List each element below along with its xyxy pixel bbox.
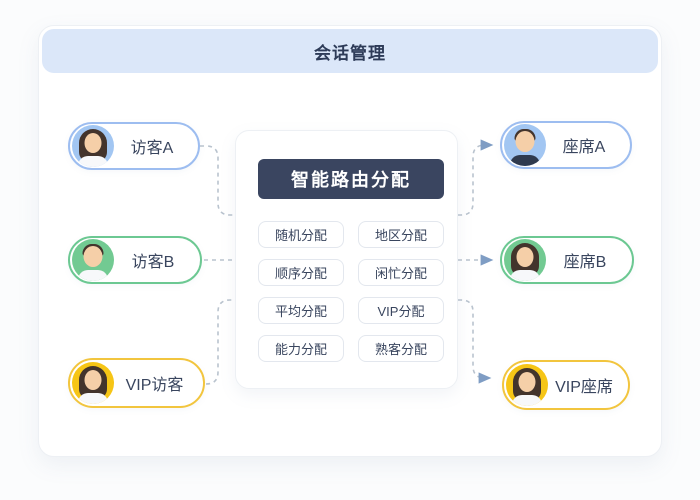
visitor-b-node: 访客B — [68, 236, 202, 284]
routing-title: 智能路由分配 — [258, 159, 444, 199]
avatar-face — [515, 131, 535, 152]
strategy-random[interactable]: 随机分配 — [258, 221, 344, 248]
avatar-face — [516, 247, 534, 267]
strategy-regular[interactable]: 熟客分配 — [358, 335, 444, 362]
visitor-vip-node: VIP访客 — [68, 358, 205, 408]
strategy-idle-busy[interactable]: 闲忙分配 — [358, 259, 444, 286]
agent-a-node: 座席A — [500, 121, 632, 169]
avatar-face — [83, 246, 103, 267]
agent-vip-node: VIP座席 — [502, 360, 630, 410]
avatar-body — [510, 155, 540, 166]
visitor-b-avatar — [72, 239, 114, 281]
strategy-vip[interactable]: VIP分配 — [358, 297, 444, 324]
visitor-a-avatar — [72, 125, 114, 167]
avatar-face — [518, 372, 536, 392]
agent-a-avatar — [504, 124, 546, 166]
strategy-sequence[interactable]: 顺序分配 — [258, 259, 344, 286]
strategy-average[interactable]: 平均分配 — [258, 297, 344, 324]
agent-b-label: 座席B — [563, 254, 607, 271]
visitor-a-node: 访客A — [68, 122, 200, 170]
routing-card: 智能路由分配 随机分配 地区分配 顺序分配 闲忙分配 平均分配 VIP分配 能力… — [235, 130, 458, 389]
avatar-body — [512, 395, 542, 406]
strategy-grid: 随机分配 地区分配 顺序分配 闲忙分配 平均分配 VIP分配 能力分配 熟客分配 — [258, 221, 444, 362]
strategy-skill[interactable]: 能力分配 — [258, 335, 344, 362]
visitor-vip-avatar — [72, 362, 114, 404]
avatar-body — [78, 156, 108, 167]
avatar-body — [78, 393, 108, 404]
agent-a-label: 座席A — [562, 139, 606, 156]
visitor-b-label: 访客B — [131, 254, 175, 271]
agent-vip-label: VIP座席 — [555, 379, 613, 396]
avatar-body — [78, 270, 108, 281]
agent-b-node: 座席B — [500, 236, 634, 284]
avatar-face — [84, 370, 102, 390]
avatar-face — [84, 133, 102, 153]
agent-b-avatar — [504, 239, 546, 281]
avatar-body — [510, 270, 540, 281]
agent-vip-avatar — [506, 364, 548, 406]
page-title: 会话管理 — [314, 43, 386, 63]
visitor-vip-label: VIP访客 — [125, 377, 184, 394]
visitor-a-label: 访客A — [130, 140, 174, 157]
panel-header: 会话管理 — [42, 29, 658, 73]
strategy-region[interactable]: 地区分配 — [358, 221, 444, 248]
